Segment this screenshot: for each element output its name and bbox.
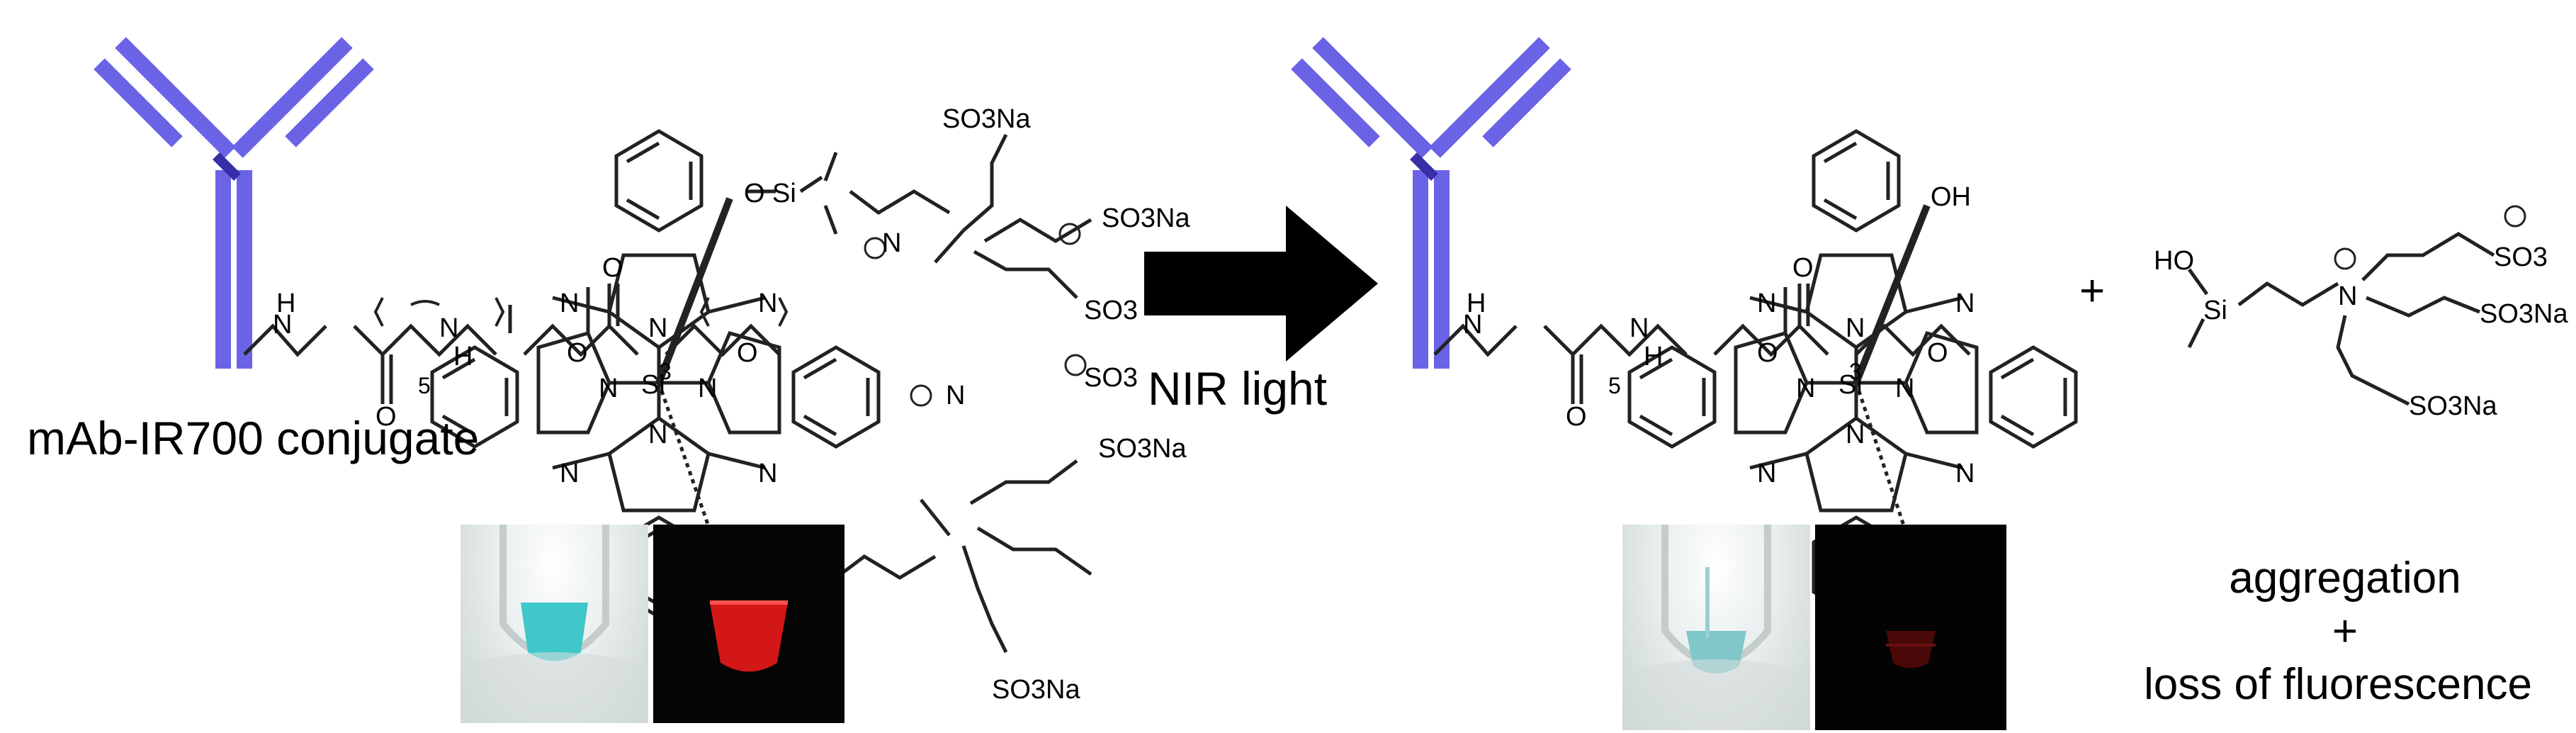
atom-n: N bbox=[758, 289, 777, 318]
tube-photo-bright-before bbox=[461, 525, 648, 723]
linker-left bbox=[243, 284, 789, 404]
group-so3: SO3 bbox=[1084, 296, 1138, 325]
charge-marks-left bbox=[864, 223, 1087, 407]
group-ho: HO bbox=[2154, 246, 2194, 276]
conjugate-label: mAb-IR700 conjugate bbox=[27, 412, 480, 464]
plus-sign: + bbox=[2079, 267, 2106, 315]
subscript-3: 3 bbox=[1849, 359, 1862, 384]
antibody-left bbox=[99, 43, 368, 369]
group-so3na: SO3Na bbox=[1098, 434, 1187, 464]
byproduct-skeleton bbox=[2187, 205, 2526, 406]
atom-n: N bbox=[439, 313, 458, 343]
atom-si: Si bbox=[1838, 370, 1863, 400]
atom-n: N bbox=[648, 313, 667, 343]
atom-n: N bbox=[1955, 289, 1975, 318]
atom-n: N bbox=[1846, 420, 1865, 449]
atom-o: O bbox=[1757, 338, 1778, 368]
atom-n: N bbox=[1757, 459, 1776, 488]
atom-n: N bbox=[560, 289, 579, 318]
plus-label: + bbox=[2332, 607, 2358, 656]
group-so3: SO3 bbox=[1084, 363, 1138, 393]
tube-photo-fluorescence-before bbox=[653, 525, 844, 723]
atom-o: O bbox=[1792, 253, 1814, 283]
atom-n: N bbox=[1846, 313, 1865, 343]
atom-n-plus: N bbox=[2338, 281, 2357, 311]
group-so3na: SO3Na bbox=[2409, 391, 2497, 421]
tube-photo-fluorescence-after bbox=[1815, 525, 2006, 730]
group-so3na: SO3Na bbox=[992, 675, 1080, 705]
antibody-right bbox=[1297, 43, 1566, 369]
tube-fluorescence-after-drawing bbox=[1886, 631, 1936, 668]
core-right bbox=[1629, 131, 2076, 617]
atom-n: N bbox=[599, 374, 618, 403]
atom-si: Si bbox=[2203, 296, 2227, 325]
atom-n-plus: N bbox=[882, 228, 901, 258]
loss-of-fluorescence-label: loss of fluorescence bbox=[2144, 660, 2532, 709]
atom-n: N bbox=[1463, 310, 1482, 340]
atom-n: N bbox=[758, 459, 777, 488]
group-so3: SO3 bbox=[2494, 242, 2548, 272]
reaction-condition-label: NIR light bbox=[1148, 362, 1328, 415]
atom-o: O bbox=[567, 338, 588, 368]
atom-o: O bbox=[737, 338, 758, 368]
tube-fluorescence-before-drawing bbox=[710, 600, 788, 672]
group-oh: OH bbox=[1931, 182, 1971, 212]
atom-n: N bbox=[1955, 459, 1975, 488]
tube-photo-bright-after bbox=[1622, 525, 1810, 730]
reaction-arrow bbox=[1144, 206, 1378, 362]
linker-right bbox=[1433, 284, 1971, 404]
atom-o: O bbox=[1566, 402, 1587, 432]
atom-n: N bbox=[273, 310, 292, 340]
subscript-5: 5 bbox=[1608, 373, 1621, 398]
atom-h: H bbox=[1467, 289, 1486, 318]
atom-n: N bbox=[1796, 374, 1815, 403]
atom-o: O bbox=[1927, 338, 1948, 368]
atom-si: Si bbox=[641, 370, 665, 400]
tube-bright-before-drawing bbox=[461, 525, 648, 723]
group-so3na: SO3Na bbox=[1102, 203, 1190, 233]
atom-n: N bbox=[648, 420, 667, 449]
subscript-5: 5 bbox=[418, 373, 431, 398]
atom-h: H bbox=[276, 289, 295, 318]
atom-h: H bbox=[1644, 342, 1663, 371]
group-so3na: SO3Na bbox=[942, 104, 1031, 134]
atom-o: O bbox=[602, 253, 623, 283]
atom-n: N bbox=[1895, 374, 1914, 403]
atom-n: N bbox=[560, 459, 579, 488]
core-left bbox=[432, 131, 879, 617]
atom-si: Si bbox=[772, 179, 796, 208]
atom-h: H bbox=[453, 342, 473, 371]
subscript-3: 3 bbox=[659, 359, 672, 384]
atom-n: N bbox=[698, 374, 717, 403]
atom-n: N bbox=[1629, 313, 1649, 343]
group-so3na: SO3Na bbox=[2480, 299, 2568, 329]
atom-o: O bbox=[375, 402, 397, 432]
atom-n: N bbox=[1757, 289, 1776, 318]
tube-bright-after-drawing bbox=[1622, 525, 1810, 730]
aggregation-label: aggregation bbox=[2229, 554, 2461, 603]
atom-n-plus: N bbox=[946, 381, 965, 410]
atom-o: O bbox=[744, 179, 765, 208]
